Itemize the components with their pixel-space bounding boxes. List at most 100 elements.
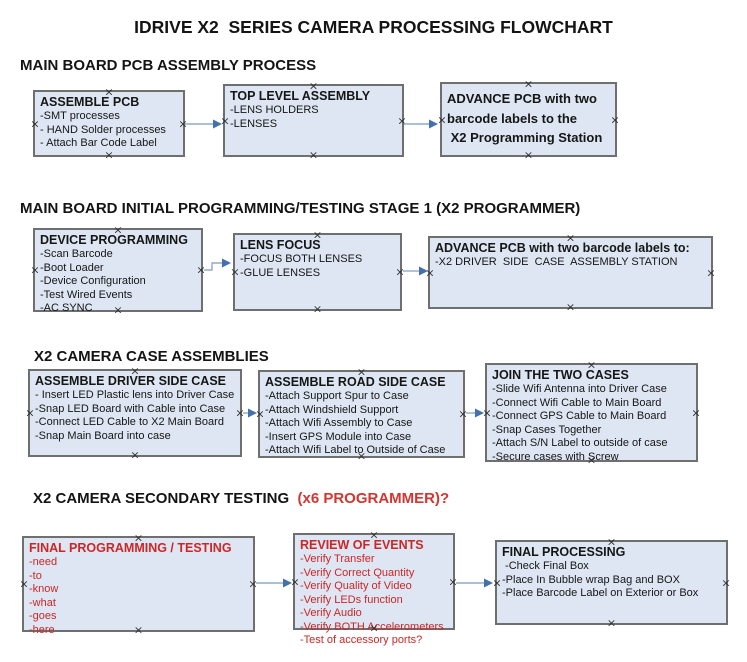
box-lines: -Verify Transfer-Verify Correct Quantity…: [300, 553, 450, 648]
box-line: -Attach S/N Label to outside of case: [492, 437, 668, 449]
box-line: -Check Final Box: [502, 560, 589, 572]
box-title: FINAL PROGRAMMING / TESTING: [29, 541, 232, 555]
anchor-x-icon: ×: [130, 448, 140, 462]
box-title: ASSEMBLE ROAD SIDE CASE: [265, 375, 446, 389]
flow-box-assemble-driver-side-case: ASSEMBLE DRIVER SIDE CASE - Insert LED P…: [25, 366, 244, 461]
box-line: -Connect Wifi Cable to Main Board: [492, 396, 662, 409]
box-title: ADVANCE PCB with two barcode labels to:: [435, 241, 690, 255]
box-line: -need: [29, 556, 58, 568]
anchor-x-icon: ×: [523, 77, 534, 91]
box-title: FINAL PROCESSING: [502, 545, 626, 559]
page-title: IDRIVE X2 SERIES CAMERA PROCESSING FLOWC…: [134, 17, 613, 37]
section-heading-case-assemblies: X2 CAMERA CASE ASSEMBLIES: [34, 348, 269, 365]
flow-box-final-processing: FINAL PROCESSING -Check Final Box-Place …: [492, 537, 730, 629]
box-line: -Scan Barcode: [40, 248, 113, 260]
box-line: -Snap LED Board with Cable into Case: [35, 402, 226, 415]
anchor-x-icon: ×: [19, 577, 29, 591]
box-lines: -Attach Support Spur to Case-Attach Wind…: [265, 390, 460, 458]
anchor-x-icon: ×: [220, 114, 230, 127]
anchor-x-icon: ×: [492, 576, 502, 589]
box-line: -Connect GPS Cable to Main Board: [492, 410, 667, 422]
box-line: - Insert LED Plastic lens into Driver Ca…: [35, 389, 235, 401]
flow-box-assemble-pcb: ASSEMBLE PCB -SMT processes- HAND Solder…: [30, 87, 187, 161]
box-title: TOP LEVEL ASSEMBLY: [230, 89, 371, 103]
flow-box-top-level-assembly: TOP LEVEL ASSEMBLY -LENS HOLDERS-LENSES …: [220, 81, 406, 161]
box-line: -Verify Correct Quantity: [300, 566, 415, 579]
section-heading-initial-programming: MAIN BOARD INITIAL PROGRAMMING/TESTING S…: [20, 200, 580, 217]
box-lines: barcode labels to the X2 Programming Sta…: [447, 109, 612, 148]
box-line: -to: [29, 569, 42, 582]
box-line: -SMT processes: [40, 110, 120, 122]
box-line: -Connect LED Cable to X2 Main Board: [35, 416, 224, 428]
flow-box-advance-to-driver-side-station: ADVANCE PCB with two barcode labels to: …: [425, 233, 715, 313]
box-title: ASSEMBLE PCB: [40, 95, 140, 109]
box-line: -Snap Main Board into case: [35, 429, 171, 442]
anchor-x-icon: ×: [312, 302, 323, 316]
box-line: -Attach Support Spur to Case: [265, 390, 409, 402]
section-heading-pcb-assembly: MAIN BOARD PCB ASSEMBLY PROCESS: [20, 57, 316, 74]
box-line: -Place In Bubble wrap Bag and BOX: [502, 573, 680, 586]
box-lines: -Scan Barcode-Boot Loader-Device Configu…: [40, 248, 198, 316]
box-line: -LENSES: [230, 117, 278, 130]
box-lines: -Check Final Box-Place In Bubble wrap Ba…: [502, 560, 723, 601]
heading-text: X2 CAMERA SECONDARY TESTING: [33, 490, 294, 507]
box-line: -Test of accessory ports?: [300, 634, 423, 646]
box-line: -here: [29, 623, 55, 636]
box-title: DEVICE PROGRAMMING: [40, 233, 188, 247]
heading-text: MAIN BOARD PCB ASSEMBLY PROCESS: [20, 57, 317, 74]
box-title: ADVANCE PCB with two: [447, 91, 597, 106]
anchor-x-icon: ×: [230, 265, 240, 279]
box-line: -Attach Wifi Label to Outside of Case: [265, 444, 446, 456]
box-lines: -Slide Wifi Antenna into Driver Case-Con…: [492, 383, 693, 464]
anchor-x-icon: ×: [255, 407, 265, 421]
section-heading-secondary-testing: X2 CAMERA SECONDARY TESTING (x6 PROGRAMM…: [33, 490, 449, 507]
flow-box-review-of-events: REVIEW OF EVENTS -Verify Transfer-Verify…: [290, 530, 457, 647]
heading-red-text: (x6 PROGRAMMER)?: [293, 490, 450, 507]
box-line: -Verify Audio: [300, 607, 362, 619]
box-line: -Test Wired Events: [40, 288, 133, 301]
box-title: JOIN THE TWO CASES: [492, 368, 629, 382]
flow-box-lens-focus: LENS FOCUS -FOCUS BOTH LENSES-GLUE LENSE…: [230, 230, 404, 315]
anchor-x-icon: ×: [606, 616, 617, 630]
anchor-x-icon: ×: [104, 148, 114, 162]
box-line: -Verify BOTH Accelerometers: [300, 620, 444, 633]
arrow-device-to-lensfocus: [204, 258, 231, 271]
box-line: -Verify LEDs function: [300, 593, 403, 606]
box-line: -Snap Cases Together: [492, 423, 602, 436]
flow-box-final-programming-testing: FINAL PROGRAMMING / TESTING -need-to-kno…: [19, 533, 257, 636]
box-lines: -X2 DRIVER SIDE CASE ASSEMBLY STATION: [435, 256, 708, 270]
box-line: -Device Configuration: [40, 275, 146, 287]
box-lines: - Insert LED Plastic lens into Driver Ca…: [35, 389, 237, 443]
box-line: -Insert GPS Module into Case: [265, 430, 412, 443]
box-line: -Place Barcode Label on Exterior or Box: [502, 587, 699, 599]
box-line: -what: [29, 596, 56, 609]
box-line: -AC SYNC: [40, 302, 93, 314]
box-line: -GLUE LENSES: [240, 266, 321, 279]
box-line: -Verify Transfer: [300, 553, 375, 565]
box-line: - Attach Bar Code Label: [40, 137, 157, 149]
box-line: -Attach Wifi Assembly to Case: [265, 417, 413, 429]
box-line: -X2 DRIVER SIDE CASE ASSEMBLY STATION: [435, 256, 678, 268]
box-line: - HAND Solder processes: [40, 123, 166, 136]
box-line: -Attach Windshield Support: [265, 403, 399, 416]
box-line: -LENS HOLDERS: [230, 104, 319, 116]
box-line: -goes: [29, 610, 57, 622]
flow-box-device-programming: DEVICE PROGRAMMING -Scan Barcode-Boot Lo…: [30, 225, 205, 316]
anchor-x-icon: ×: [482, 406, 492, 419]
box-title: LENS FOCUS: [240, 238, 321, 252]
anchor-x-icon: ×: [30, 117, 40, 130]
anchor-x-icon: ×: [308, 148, 319, 162]
box-line: -Secure cases with Screw: [492, 450, 619, 463]
anchor-x-icon: ×: [565, 300, 576, 314]
box-line: X2 Programming Station: [447, 130, 603, 145]
anchor-x-icon: ×: [290, 575, 300, 588]
anchor-x-icon: ×: [425, 266, 435, 279]
flow-box-join-the-two-cases: JOIN THE TWO CASES -Slide Wifi Antenna i…: [482, 360, 700, 466]
anchor-x-icon: ×: [437, 113, 447, 126]
box-line: -Verify Quality of Video: [300, 580, 412, 592]
anchor-x-icon: ×: [523, 148, 534, 162]
box-lines: -LENS HOLDERS-LENSES: [230, 104, 399, 131]
box-line: -FOCUS BOTH LENSES: [240, 253, 363, 265]
box-line: -Boot Loader: [40, 261, 104, 274]
